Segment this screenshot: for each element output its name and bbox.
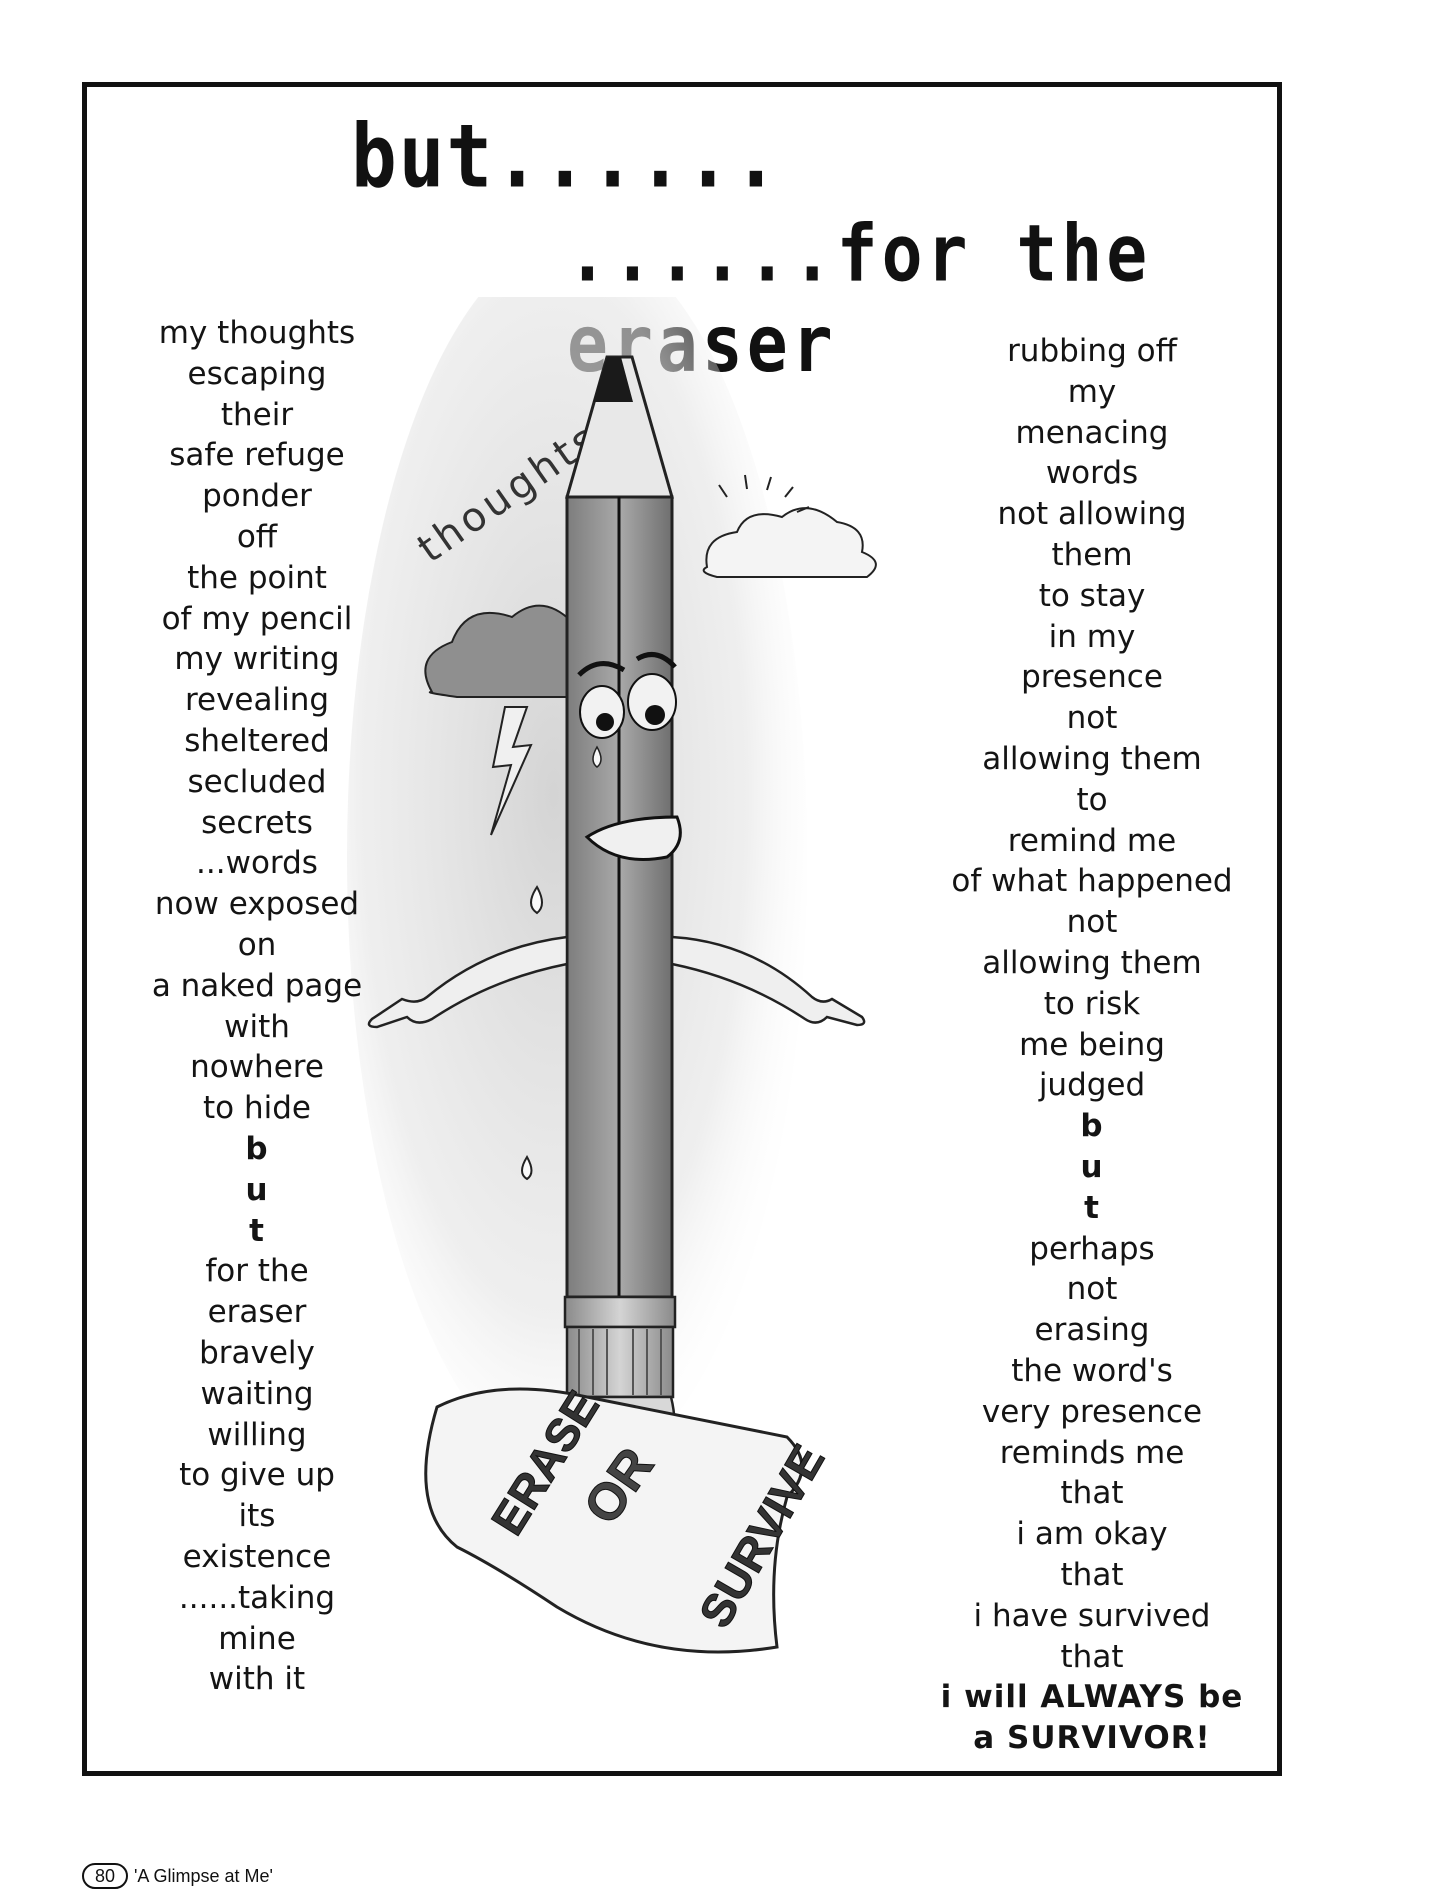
poem-line: on xyxy=(237,926,277,963)
poem-line: rubbing off xyxy=(1007,333,1177,369)
poem-line: to give up xyxy=(179,1457,335,1494)
poem-line: its xyxy=(238,1498,276,1535)
poem-left-column: my thoughts escaping their safe refuge p… xyxy=(107,313,407,1700)
poem-line: of my pencil xyxy=(161,600,353,637)
poem-line: of what happened xyxy=(951,863,1233,900)
poem-line: u xyxy=(245,1171,269,1208)
poem-line: mine xyxy=(218,1620,296,1657)
poem-line: to risk xyxy=(1043,985,1141,1022)
poem-line: the point xyxy=(187,559,327,596)
pencil-ferrule xyxy=(563,1295,677,1399)
poem-line: now exposed xyxy=(154,886,360,923)
poem-line: escaping xyxy=(187,355,327,392)
poem-line: with it xyxy=(208,1661,306,1698)
lightning-icon xyxy=(490,706,533,836)
poem-line: erasing xyxy=(1034,1312,1150,1349)
poem-line: presence xyxy=(1021,659,1163,696)
pencil-face xyxy=(577,652,682,861)
poem-line: that xyxy=(1060,1638,1124,1675)
poem-line: b xyxy=(245,1130,269,1167)
poem-line: menacing xyxy=(1015,414,1169,451)
poem-line: a SURVIVOR! xyxy=(973,1720,1211,1757)
poem-line: their xyxy=(220,396,294,433)
poem-line: my thoughts xyxy=(158,315,356,351)
poem-line: revealing xyxy=(184,682,330,719)
poem-line: safe refuge xyxy=(169,437,345,474)
poem-line: them xyxy=(1051,536,1133,573)
teardrop-icon xyxy=(530,885,543,915)
poem-right-column: rubbing off my menacing words not allowi… xyxy=(907,331,1277,1759)
poem-line: secluded xyxy=(187,763,327,800)
poem-line: judged xyxy=(1038,1067,1146,1104)
poem-line: not allowing xyxy=(997,496,1187,533)
page-footer: 80 'A Glimpse at Me' xyxy=(82,1862,273,1890)
poem-line: t xyxy=(1084,1189,1100,1226)
poem-line: not xyxy=(1066,700,1118,737)
title-line-1: but...... xyxy=(351,105,781,208)
poem-line: i have survived xyxy=(973,1597,1211,1634)
poem-line: for the xyxy=(205,1253,309,1290)
poem-line: existence xyxy=(182,1538,332,1575)
poem-line: in my xyxy=(1048,618,1136,655)
poem-line: ......taking xyxy=(178,1579,336,1616)
poem-line: ...words xyxy=(196,845,318,882)
poem-line: willing xyxy=(207,1416,307,1453)
poem-line: nowhere xyxy=(190,1049,324,1086)
poem-line: b xyxy=(1080,1108,1104,1145)
poem-line: ponder xyxy=(202,478,312,515)
poem-line: very presence xyxy=(981,1393,1203,1430)
poem-line: t xyxy=(249,1212,265,1249)
poem-line: the word's xyxy=(1011,1352,1173,1389)
paper-sheet-icon: ERASE OR SURVIVE xyxy=(424,1381,835,1654)
poem-line: secrets xyxy=(201,804,313,841)
poem-line: bravely xyxy=(199,1334,315,1371)
poem-line: allowing them xyxy=(982,740,1202,777)
poem-line: sheltered xyxy=(184,722,330,759)
poem-line: remind me xyxy=(1007,822,1177,859)
pencil-illustration: thoughts xyxy=(347,297,877,1654)
poem-line: me being xyxy=(1019,1026,1165,1063)
poem-line: i am okay xyxy=(1016,1516,1168,1553)
poem-line: allowing them xyxy=(982,944,1202,981)
poem-line: that xyxy=(1060,1475,1124,1512)
pencil-arms xyxy=(367,935,866,1029)
poem-line: to stay xyxy=(1038,577,1146,614)
teardrop-icon xyxy=(521,1155,533,1181)
poem-line: with xyxy=(224,1008,290,1045)
sun-cloud-icon xyxy=(702,474,877,578)
poem-line: words xyxy=(1045,455,1139,492)
poem-line: u xyxy=(1080,1148,1104,1185)
poem-line: eraser xyxy=(207,1294,307,1331)
poem-line: off xyxy=(236,518,278,555)
poem-line: that xyxy=(1060,1556,1124,1593)
book-title: 'A Glimpse at Me' xyxy=(134,1865,273,1886)
poem-line: reminds me xyxy=(999,1434,1185,1471)
poem-line: my writing xyxy=(174,641,340,678)
page-frame: but...... ......for the eraser though xyxy=(82,82,1282,1776)
poem-line: waiting xyxy=(200,1375,314,1412)
poem-line: to hide xyxy=(203,1090,311,1127)
poem-line: my xyxy=(1067,373,1117,410)
poem-line: to xyxy=(1076,781,1108,818)
poem-line: not xyxy=(1066,1271,1118,1308)
poem-line: not xyxy=(1066,904,1118,941)
tear-icon xyxy=(592,745,602,768)
poem-line: i will ALWAYS be xyxy=(940,1679,1244,1716)
page-number: 80 xyxy=(82,1863,128,1889)
poem-line: perhaps xyxy=(1029,1230,1155,1267)
poem-line: a naked page xyxy=(151,967,363,1004)
